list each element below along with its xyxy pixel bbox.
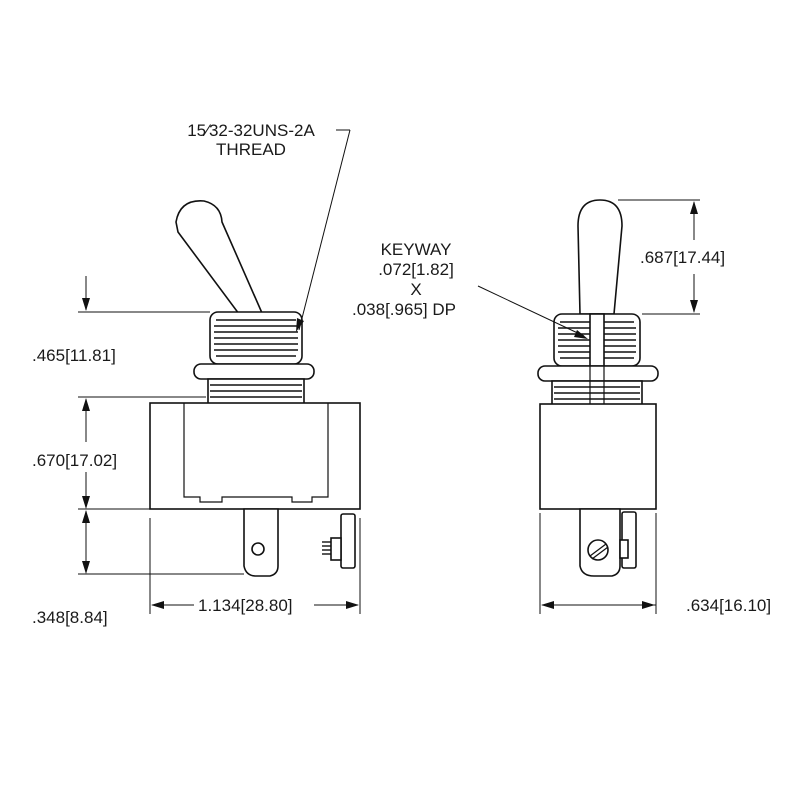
side-vertical-dimension-arrows bbox=[690, 201, 698, 313]
thread-spec-label: 15⁄32-32UNS-2A bbox=[187, 121, 315, 140]
side-toggle-lever bbox=[577, 199, 623, 315]
keyway-title-label: KEYWAY bbox=[380, 240, 452, 259]
front-body-inner-frame bbox=[183, 403, 329, 503]
front-screw-plate bbox=[340, 513, 356, 569]
dim-toggle-height-label: .687[17.44] bbox=[640, 248, 726, 267]
front-bushing-lower-threads bbox=[210, 384, 302, 398]
front-vertical-dimension-arrows bbox=[82, 276, 90, 574]
front-width-dimension bbox=[151, 601, 359, 609]
front-terminal-hole bbox=[251, 542, 265, 556]
front-bushing-threads bbox=[214, 319, 298, 357]
front-toggle-lever bbox=[175, 200, 264, 319]
dim-terminal-label: .348[8.84] bbox=[32, 608, 108, 627]
keyway-leader bbox=[477, 285, 588, 339]
side-bushing-lower-threads bbox=[554, 386, 640, 400]
side-keyway-slot bbox=[589, 313, 605, 367]
keyway-width-label: .072[1.82] bbox=[378, 260, 454, 279]
dim-width-label: 1.134[28.80] bbox=[198, 596, 293, 615]
front-screw-threads bbox=[322, 541, 331, 555]
front-bushing-lower bbox=[207, 378, 305, 406]
side-depth-dimension bbox=[541, 601, 656, 609]
dim-depth-label: .634[16.10] bbox=[686, 596, 772, 615]
side-extension-lines bbox=[539, 199, 700, 614]
front-nut bbox=[193, 363, 315, 380]
side-nut bbox=[537, 365, 659, 382]
front-body bbox=[149, 402, 361, 510]
thread-leader bbox=[296, 129, 351, 332]
dim-body-height-label: .670[17.02] bbox=[32, 451, 118, 470]
front-view bbox=[78, 129, 361, 614]
dim-bushing-label: .465[11.81] bbox=[32, 346, 116, 365]
keyway-x-label: X bbox=[410, 280, 422, 299]
side-body bbox=[539, 403, 657, 510]
front-terminal-tab bbox=[243, 508, 279, 577]
thread-word-label: THREAD bbox=[216, 140, 286, 159]
front-screw-head bbox=[330, 537, 342, 561]
side-view bbox=[477, 199, 700, 614]
front-extension-lines bbox=[78, 311, 361, 614]
side-screw-head bbox=[619, 539, 629, 559]
keyway-depth-label: .038[.965] DP bbox=[352, 300, 456, 319]
